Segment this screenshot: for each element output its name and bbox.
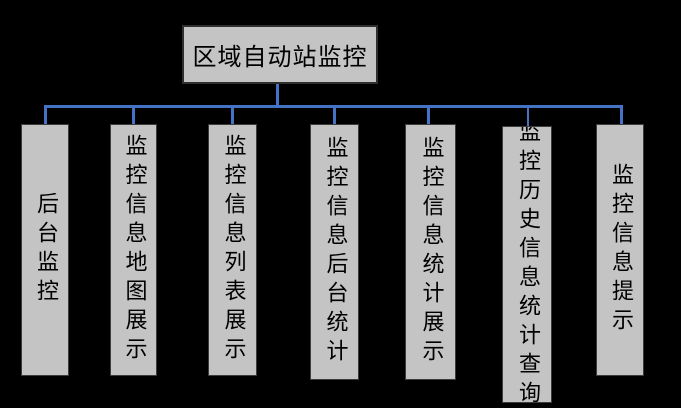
node-monitoring-info-map-display: 监控信息地图展示 — [110, 124, 157, 376]
connector-drop-info-alert — [620, 105, 623, 124]
connector-drop-backend-statistics — [333, 105, 336, 124]
node-monitoring-info-statistics-display: 监控信息统计展示 — [405, 124, 456, 380]
connector-drop-history-query — [527, 105, 529, 126]
node-backend-monitoring: 后台监控 — [21, 124, 69, 376]
connector-drop-statistics-display — [427, 105, 430, 124]
connector-drop-backend-monitoring — [44, 105, 47, 124]
node-monitoring-info-alert: 监控信息提示 — [596, 124, 644, 376]
connector-drop-map-display — [132, 105, 135, 124]
node-monitoring-history-statistics-query: 监控历史信息统计查询 — [502, 126, 552, 403]
node-monitoring-info-list-display: 监控信息列表展示 — [208, 124, 257, 376]
node-monitoring-info-backend-statistics: 监控信息后台统计 — [310, 124, 359, 380]
root-node-region-auto-station-monitoring: 区域自动站监控 — [182, 25, 378, 84]
connector-root-trunk — [276, 84, 279, 108]
connector-drop-list-display — [231, 105, 234, 124]
